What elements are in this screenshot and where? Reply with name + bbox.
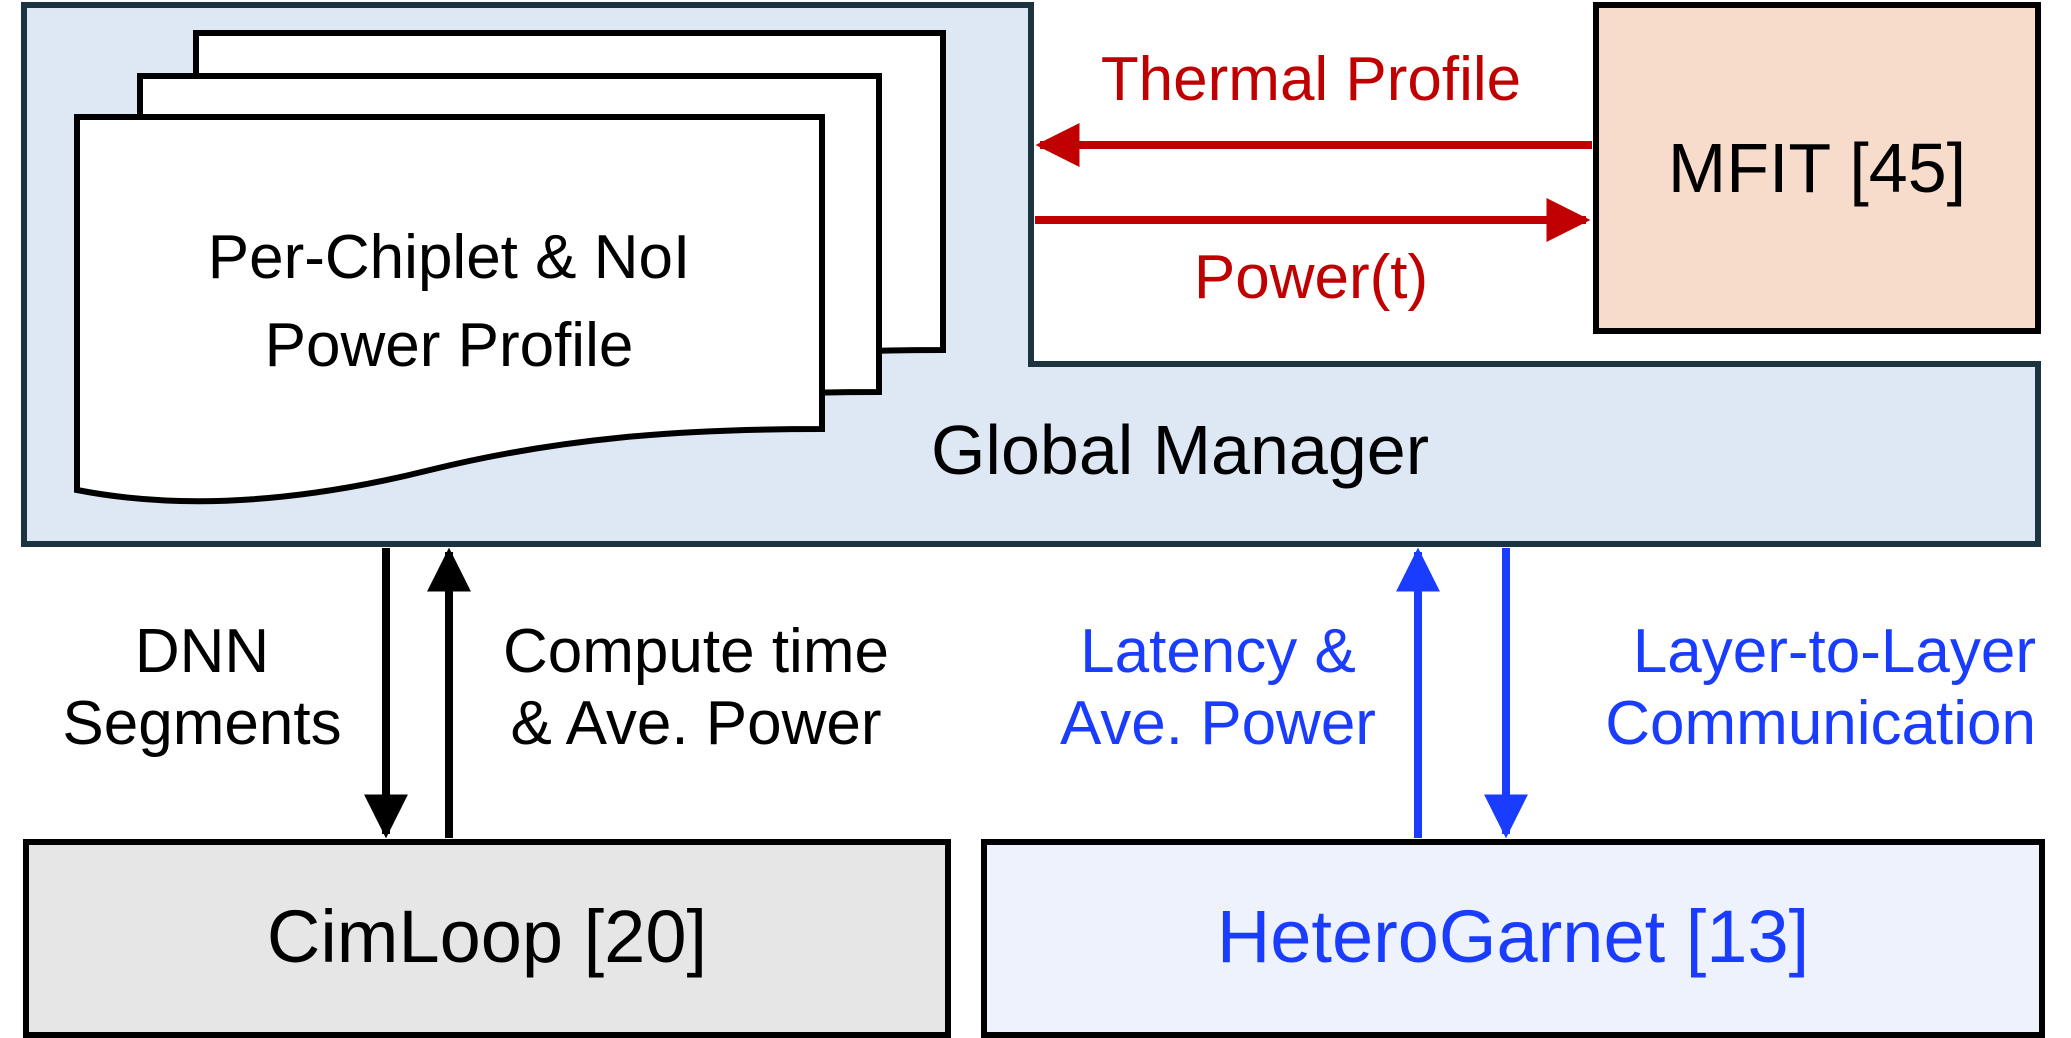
global-manager-label: Global Manager <box>931 411 1429 489</box>
latency-power-label-line1: Latency & <box>1080 617 1356 686</box>
document-page-front <box>74 114 825 505</box>
heterogarnet-label: HeteroGarnet [13] <box>1217 895 1809 978</box>
power-profile-line2: Power Profile <box>265 311 634 380</box>
thermal-profile-label: Thermal Profile <box>1101 45 1521 114</box>
power-profile-line1: Per-Chiplet & NoI <box>208 223 690 292</box>
power-t-label: Power(t) <box>1194 243 1428 312</box>
heterogarnet-box <box>981 839 2045 1038</box>
layer-communication-label-line1: Layer-to-Layer <box>1633 617 2036 686</box>
compute-time-label-line2: & Ave. Power <box>510 689 881 758</box>
dnn-segments-label-line2: Segments <box>62 689 341 758</box>
latency-power-label-line2: Ave. Power <box>1060 689 1376 758</box>
cimloop-box <box>23 839 951 1038</box>
power-profile-document-stack: Per-Chiplet & NoI Power Profile <box>74 30 946 505</box>
compute-time-label-line1: Compute time <box>503 617 889 686</box>
layer-communication-label-line2: Communication <box>1605 689 2036 758</box>
mfit-box <box>1593 2 2041 334</box>
mfit-label: MFIT [45] <box>1668 129 1966 207</box>
dnn-segments-label-line1: DNN <box>135 617 269 686</box>
cimloop-label: CimLoop [20] <box>267 895 707 978</box>
